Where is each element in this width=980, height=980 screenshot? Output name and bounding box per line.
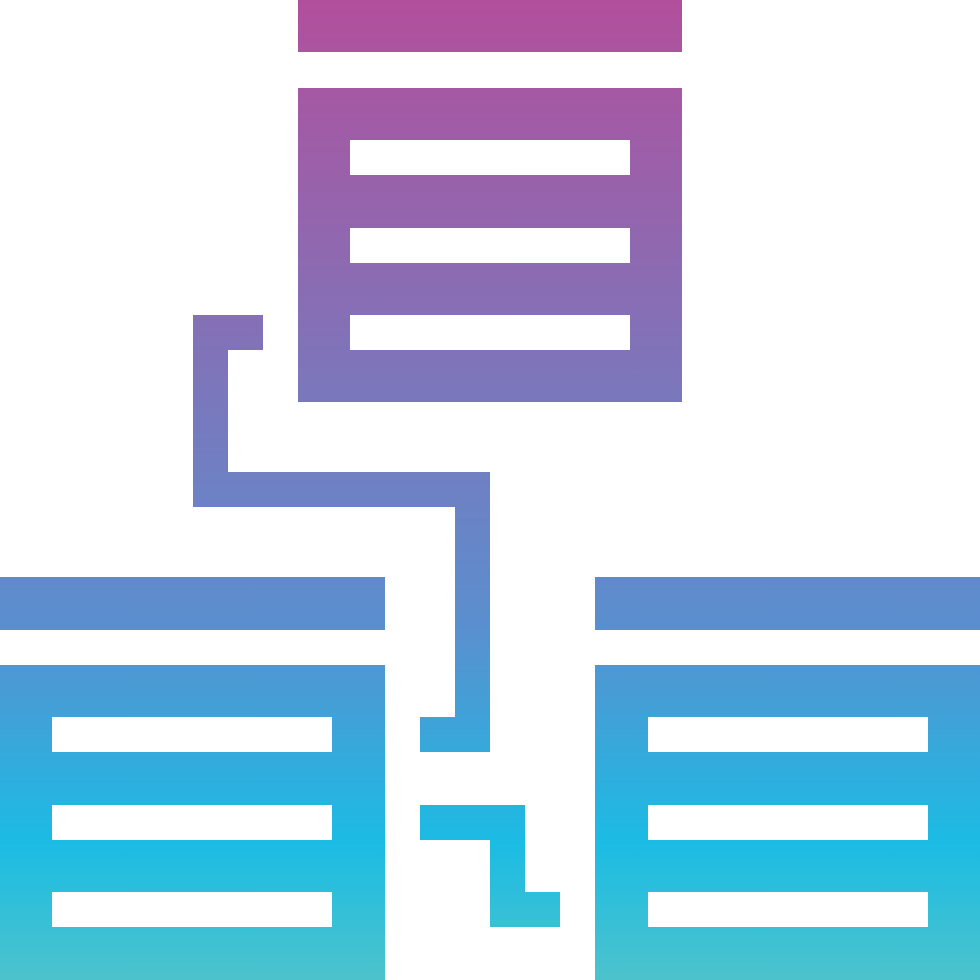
- right-window: [595, 577, 980, 980]
- left-window: [0, 577, 385, 980]
- top-window: [298, 0, 682, 402]
- right-window-body: [595, 665, 980, 980]
- connector-line-lower: [420, 805, 560, 927]
- connector-line-upper: [193, 315, 490, 752]
- right-window-header-bar: [595, 577, 980, 630]
- left-window-header-bar: [0, 577, 385, 630]
- top-window-body: [298, 88, 682, 402]
- left-window-body: [0, 665, 385, 980]
- top-window-header-bar: [298, 0, 682, 52]
